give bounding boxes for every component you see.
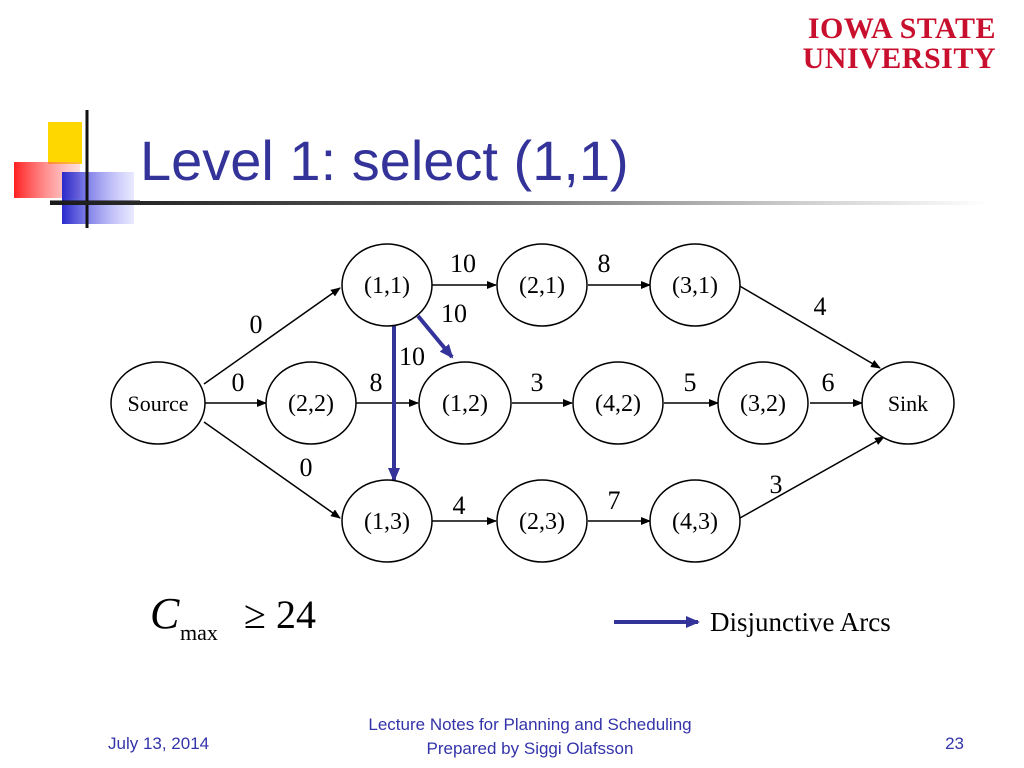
node-4-3: (4,3) — [649, 479, 741, 563]
footer-center: Lecture Notes for Planning and Schedulin… — [310, 713, 750, 761]
weight-43-sink: 3 — [770, 470, 783, 499]
arc-source-11 — [203, 287, 341, 385]
node-2-1: (2,1) — [496, 243, 588, 327]
weight-source-13: 0 — [300, 453, 313, 482]
node-4-2: (4,2) — [572, 361, 664, 445]
weight-11-13-disjunctive: 10 — [399, 342, 425, 371]
node-source: Source — [110, 361, 206, 445]
node-label: (2,3) — [519, 509, 565, 535]
node-label: (1,1) — [364, 273, 410, 299]
node-label: (1,3) — [364, 509, 410, 535]
weight-21-31: 8 — [598, 249, 611, 278]
node-sink: Sink — [861, 361, 955, 445]
formula-subscript: max — [180, 620, 218, 645]
decorative-squares — [14, 110, 140, 228]
footer-line-1: Lecture Notes for Planning and Schedulin… — [368, 715, 692, 734]
footer-date: July 13, 2014 — [108, 734, 210, 753]
legend-label: Disjunctive Arcs — [710, 607, 891, 637]
node-label: (2,1) — [519, 273, 565, 299]
university-logo: IOWA STATE UNIVERSITY — [803, 14, 996, 74]
weight-11-12-disjunctive: 10 — [441, 299, 467, 328]
weight-42-32: 5 — [684, 368, 697, 397]
weight-13-23: 4 — [453, 491, 466, 520]
weight-12-42: 3 — [531, 368, 544, 397]
weight-11-21: 10 — [450, 249, 476, 278]
weight-22-12: 8 — [370, 368, 383, 397]
node-3-1: (3,1) — [649, 243, 741, 327]
node-1-2: (1,2) — [418, 361, 512, 445]
title-underline — [50, 201, 990, 205]
node-2-3: (2,3) — [496, 479, 588, 563]
weight-31-sink: 4 — [814, 292, 827, 321]
node-2-2: (2,2) — [265, 361, 357, 445]
logo-line-1: IOWA STATE — [807, 12, 996, 45]
node-label: Source — [127, 391, 188, 416]
disjunctive-arc-11-12 — [416, 314, 454, 359]
weight-23-43: 7 — [608, 486, 621, 515]
weight-32-sink: 6 — [822, 368, 835, 397]
cmax-formula: C max ≥ 24 — [150, 589, 316, 645]
footer-line-2: Prepared by Siggi Olafsson — [426, 738, 634, 758]
formula-symbol: C — [150, 589, 180, 638]
node-label: (2,2) — [288, 391, 334, 417]
arc-source-13 — [203, 421, 341, 519]
formula-relation: ≥ 24 — [244, 592, 316, 637]
node-label: (3,2) — [740, 391, 786, 417]
logo-line-2: UNIVERSITY — [802, 42, 996, 75]
arc-31-sink — [737, 284, 881, 369]
node-1-1: (1,1) — [341, 243, 433, 327]
weight-source-11: 0 — [250, 310, 263, 339]
node-3-2: (3,2) — [717, 361, 809, 445]
arc-43-sink — [739, 436, 885, 519]
node-label: (3,1) — [672, 273, 718, 299]
blue-square — [62, 172, 134, 224]
footer-page-number: 23 — [945, 734, 964, 753]
node-1-3: (1,3) — [341, 479, 433, 563]
weight-source-22: 0 — [232, 368, 245, 397]
node-label: (4,2) — [595, 391, 641, 417]
slide-title: Level 1: select (1,1) — [140, 129, 629, 192]
yellow-square — [48, 122, 82, 164]
node-label: (4,3) — [672, 509, 718, 535]
node-label: Sink — [888, 391, 928, 416]
legend-disjunctive-arcs: Disjunctive Arcs — [614, 607, 891, 637]
node-label: (1,2) — [442, 391, 488, 417]
